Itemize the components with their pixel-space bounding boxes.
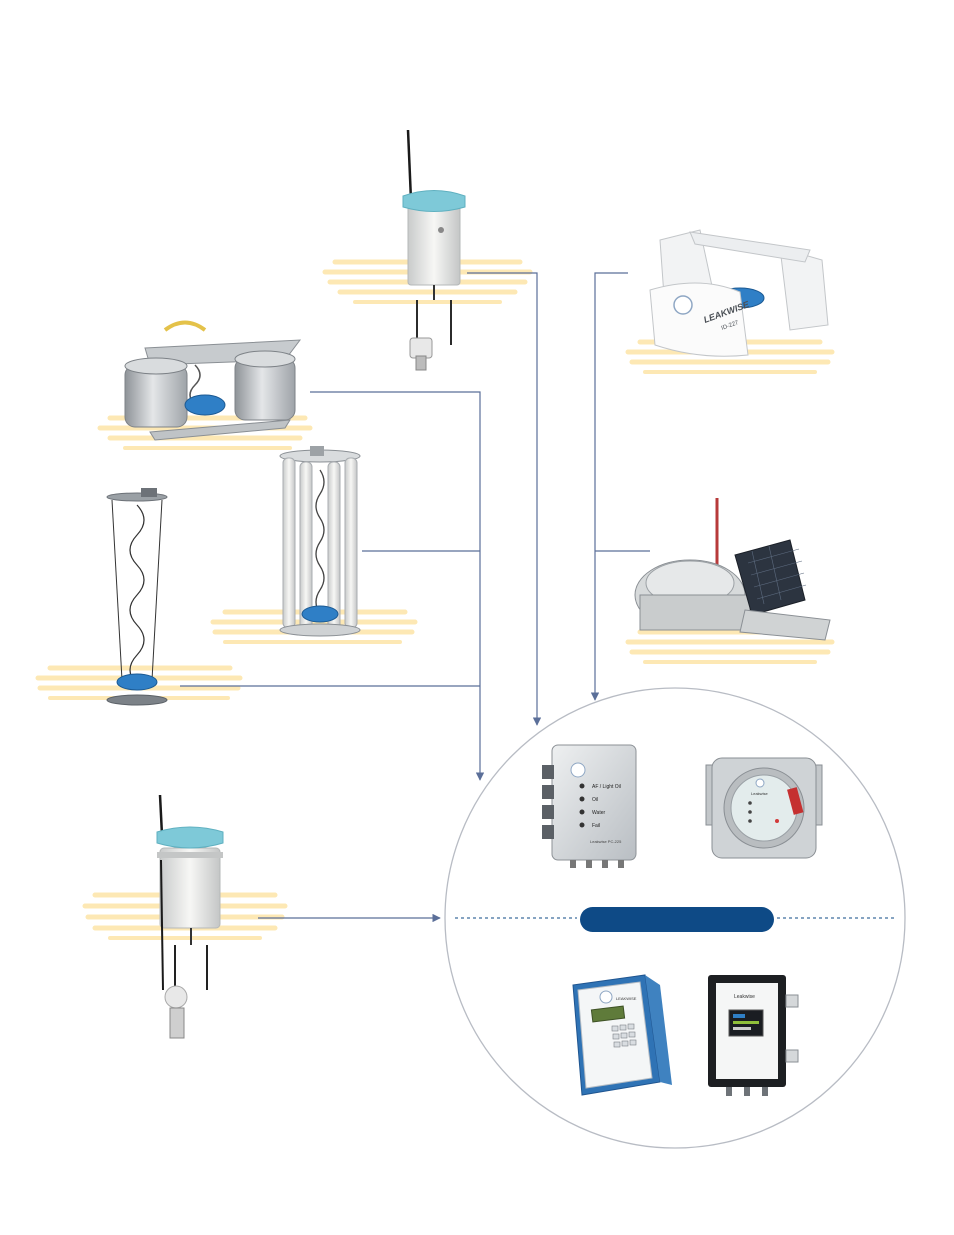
connector-top-buoy <box>467 273 537 725</box>
white-pontoon-sensor-icon: LEAKWISE ID-227 <box>650 230 828 356</box>
controller2-text: Leakwise <box>751 791 768 796</box>
controllers-label-pill <box>580 907 774 932</box>
controller1-text-oil: Oil <box>592 797 598 803</box>
pontoon-float-icon <box>125 323 300 441</box>
round-window-controller-icon: Leakwise <box>706 758 822 858</box>
grey-controller-icon: AF / Light Oil Oil Water Fail Leakwise P… <box>542 745 636 868</box>
controller1-text-water: Water <box>592 810 605 816</box>
controller1-text-af: AF / Light Oil <box>592 784 621 790</box>
controller1-text-fail: Fail <box>592 823 600 829</box>
controller3-text: LEAKWISE <box>616 996 637 1001</box>
white-cylinder-buoy-icon <box>157 795 223 1038</box>
keypad-controller-icon: LEAKWISE <box>573 975 672 1095</box>
spiral-cable-sensor-icon <box>107 488 167 705</box>
solar-buoy-icon <box>635 498 830 640</box>
connector-white-float <box>595 273 628 700</box>
cage-sensor-icon <box>280 446 360 636</box>
controller4-text: Leakwise <box>734 994 755 1000</box>
teal-cap-buoy-icon <box>403 130 465 370</box>
controller1-text-model: Leakwise PC-225 <box>590 839 622 844</box>
display-controller-icon: Leakwise <box>708 975 798 1096</box>
